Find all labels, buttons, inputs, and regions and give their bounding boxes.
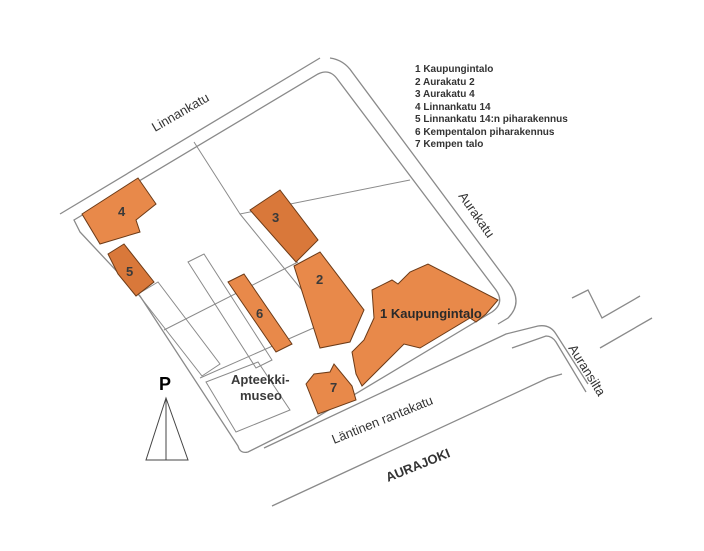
building-4-linnankatu-14 <box>81 177 157 245</box>
museum-label-line2: museo <box>240 388 282 403</box>
river-edge <box>271 373 563 507</box>
building-1-kaupungintalo <box>351 263 499 387</box>
building-3-aurakatu-4 <box>249 189 319 263</box>
museum-outline <box>205 361 291 433</box>
museum-label-line1: Apteekki- <box>231 372 290 387</box>
block-boundary <box>73 71 501 454</box>
lot-line <box>239 213 311 301</box>
bridge-edge-right <box>571 289 641 319</box>
building-number: 5 <box>126 264 133 279</box>
street-edge-aurakatu <box>329 57 517 325</box>
building-number: 2 <box>316 272 323 287</box>
building-number: 6 <box>256 306 263 321</box>
street-label-auransilta: Auransilta <box>565 342 609 400</box>
legend-item: 6 Kempentalon piharakennus <box>415 126 555 138</box>
street-label-linnankatu: Linnankatu <box>149 90 212 135</box>
outbuilding-outline <box>137 281 221 377</box>
building-7-kempen-talo <box>305 363 357 415</box>
building-2-aurakatu-2 <box>293 251 365 349</box>
building-number: 7 <box>330 380 337 395</box>
map-legend: 1 Kaupungintalo 2 Aurakatu 2 3 Aurakatu … <box>415 64 568 152</box>
bridge-edge <box>511 335 587 393</box>
river-label-aurajoki: AURAJOKI <box>384 445 453 484</box>
legend-item: 1 Kaupungintalo <box>415 64 494 75</box>
north-arrow-icon <box>145 396 189 461</box>
building-5-piharakennus <box>107 243 155 297</box>
street-edge-linnankatu <box>59 57 321 215</box>
lot-line <box>199 325 319 379</box>
legend-item: 2 Aurakatu 2 <box>415 76 475 88</box>
legend-item: 5 Linnankatu 14:n piharakennus <box>415 114 568 125</box>
bridge-edge-right-2 <box>599 317 653 349</box>
street-label-aurakatu: Aurakatu <box>456 189 498 240</box>
outbuilding-outline <box>187 253 273 369</box>
building-6-kempentalon-piharakennus <box>227 273 293 353</box>
building-label-kaupungintalo: 1 Kaupungintalo <box>380 306 482 321</box>
north-label: P <box>159 374 171 394</box>
street-edge-lantinen-rantakatu <box>263 325 589 449</box>
legend-item: 7 Kempen talo <box>415 139 484 150</box>
building-number: 4 <box>118 204 126 219</box>
building-number: 3 <box>272 210 279 225</box>
legend-item: 3 Aurakatu 4 <box>415 89 475 100</box>
legend-item: 4 Linnankatu 14 <box>415 101 491 113</box>
lot-line <box>193 141 411 215</box>
